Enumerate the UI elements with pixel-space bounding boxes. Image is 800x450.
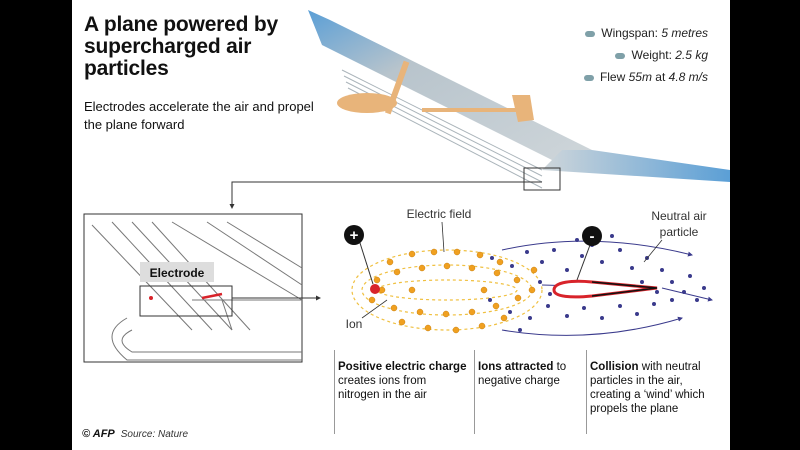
electrode-ion-dot — [149, 296, 153, 300]
page-subtitle: Electrodes accelerate the air and propel… — [84, 99, 314, 132]
neutral-particle-label-line1: Neutral air — [651, 209, 706, 223]
plane-fuselage — [337, 93, 397, 113]
minus-badge — [582, 226, 602, 246]
electrode-label: Electrode — [150, 266, 205, 280]
bullet-icon — [583, 74, 594, 81]
afp-logo: © AFP — [82, 428, 115, 440]
electrode-inset: Electrode — [83, 213, 321, 363]
source-credit: © AFP Source: Nature — [82, 428, 188, 440]
plane-wing-left — [308, 10, 592, 165]
bullet-icon — [585, 30, 596, 37]
source-text: Source: Nature — [120, 429, 189, 440]
inset-line-art — [91, 221, 303, 361]
fact-wingspan: Wingspan: 5 metres — [584, 22, 708, 44]
caption-positive-charge: Positive electric charge creates ions fr… — [338, 361, 467, 401]
electrode-red-wire — [201, 292, 223, 300]
electric-field-label: Electric field — [407, 207, 472, 221]
plane-illustration — [308, 10, 730, 189]
plane-facts: Wingspan: 5 metres Weight: 2.5 kg Flew 5… — [583, 22, 708, 88]
caption-divider — [334, 350, 335, 434]
electrode-label-box — [140, 262, 214, 282]
plane-wing-right — [542, 150, 730, 182]
plus-pointer-line — [359, 242, 374, 285]
minus-symbol: - — [590, 228, 595, 245]
neutral-particle-pointer — [643, 239, 663, 263]
plus-symbol: + — [350, 227, 359, 244]
neutral-particle-label-line2: particle — [660, 225, 699, 239]
caption-ions-attracted: Ions attracted to negative charge — [478, 361, 567, 387]
ion-label: Ion — [346, 317, 363, 331]
electric-field-pointer — [441, 221, 445, 253]
plane-tail-boom — [422, 108, 532, 112]
plus-badge — [344, 225, 364, 245]
caption-collision: Collision with neutral particles in the … — [590, 361, 705, 415]
bullet-icon — [615, 52, 626, 59]
caption-divider — [586, 350, 587, 434]
illustration: Electrode — [83, 10, 730, 363]
infographic-panel: Electrode — [72, 0, 730, 450]
minus-pointer-line — [576, 244, 591, 281]
ion-particles — [368, 248, 538, 334]
ion-pointer — [361, 299, 388, 319]
plane-strut — [384, 60, 410, 115]
positive-wire-electrode — [370, 284, 380, 294]
fact-flight: Flew 55m at 4.8 m/s — [583, 66, 708, 88]
caption-divider — [474, 350, 475, 434]
plane-zoom-box — [523, 167, 561, 191]
airfoil-outline — [591, 281, 658, 297]
zoom-connector-arrow — [229, 181, 542, 209]
fact-weight: Weight: 2.5 kg — [584, 44, 708, 66]
electrode-highlight-box — [139, 285, 233, 317]
page-title: A plane powered by supercharged air part… — [84, 13, 278, 80]
ion-diagram: + - Electric field Neutral air particle … — [344, 207, 713, 336]
